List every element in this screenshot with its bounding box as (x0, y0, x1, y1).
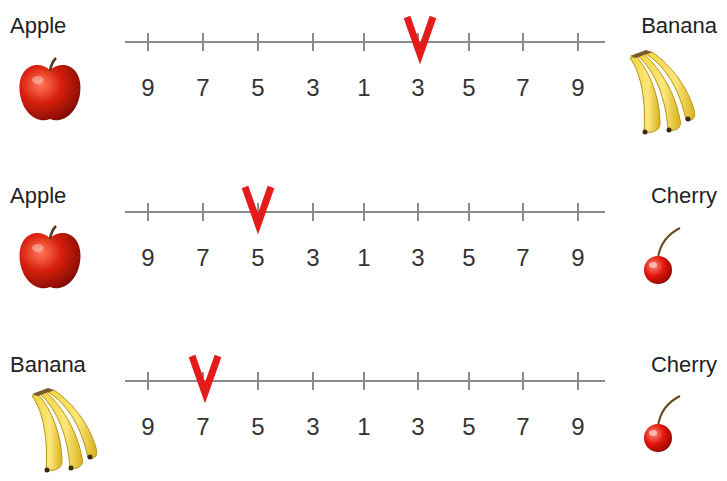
scale-number: 3 (411, 415, 424, 439)
fruit-name: Banana (641, 15, 717, 37)
scale-number: 9 (141, 76, 154, 100)
cherry-picture (644, 228, 680, 284)
scale-number: 5 (251, 415, 264, 439)
scale-number: 3 (306, 415, 319, 439)
choice-mark (407, 17, 433, 54)
scale-number: 9 (571, 76, 584, 100)
scale-row-1 (19, 17, 694, 135)
scale-number: 1 (357, 246, 370, 270)
fruit-name: Apple (10, 15, 66, 37)
scale-row-3 (32, 356, 680, 473)
scale-number: 7 (196, 76, 209, 100)
scale-number: 1 (357, 76, 370, 100)
choice-mark (192, 356, 218, 393)
apple-picture (19, 58, 80, 120)
scale-number: 9 (571, 246, 584, 270)
scale-number: 7 (516, 76, 529, 100)
apple-picture (19, 226, 80, 288)
scale-number: 5 (251, 76, 264, 100)
banana-picture (32, 388, 97, 473)
scale-number: 3 (411, 76, 424, 100)
fruit-name: Cherry (651, 354, 717, 376)
scale-number: 7 (196, 415, 209, 439)
scale-number: 3 (306, 76, 319, 100)
scale-number: 5 (462, 246, 475, 270)
scale-number: 3 (411, 246, 424, 270)
fruit-name: Apple (10, 185, 66, 207)
scale-number: 7 (516, 246, 529, 270)
cherry-picture (644, 396, 680, 452)
scale-number: 7 (516, 415, 529, 439)
scale-number: 1 (357, 415, 370, 439)
fruit-name: Banana (10, 354, 86, 376)
scale-row-2 (19, 187, 680, 288)
scale-number: 5 (251, 246, 264, 270)
scale-number: 9 (141, 246, 154, 270)
choice-mark (245, 187, 271, 224)
scale-number: 9 (141, 415, 154, 439)
scale-number: 5 (462, 76, 475, 100)
scale-number: 3 (306, 246, 319, 270)
scale-number: 5 (462, 415, 475, 439)
scale-number: 9 (571, 415, 584, 439)
fruit-name: Cherry (651, 185, 717, 207)
banana-picture (630, 50, 695, 135)
scale-number: 7 (196, 246, 209, 270)
